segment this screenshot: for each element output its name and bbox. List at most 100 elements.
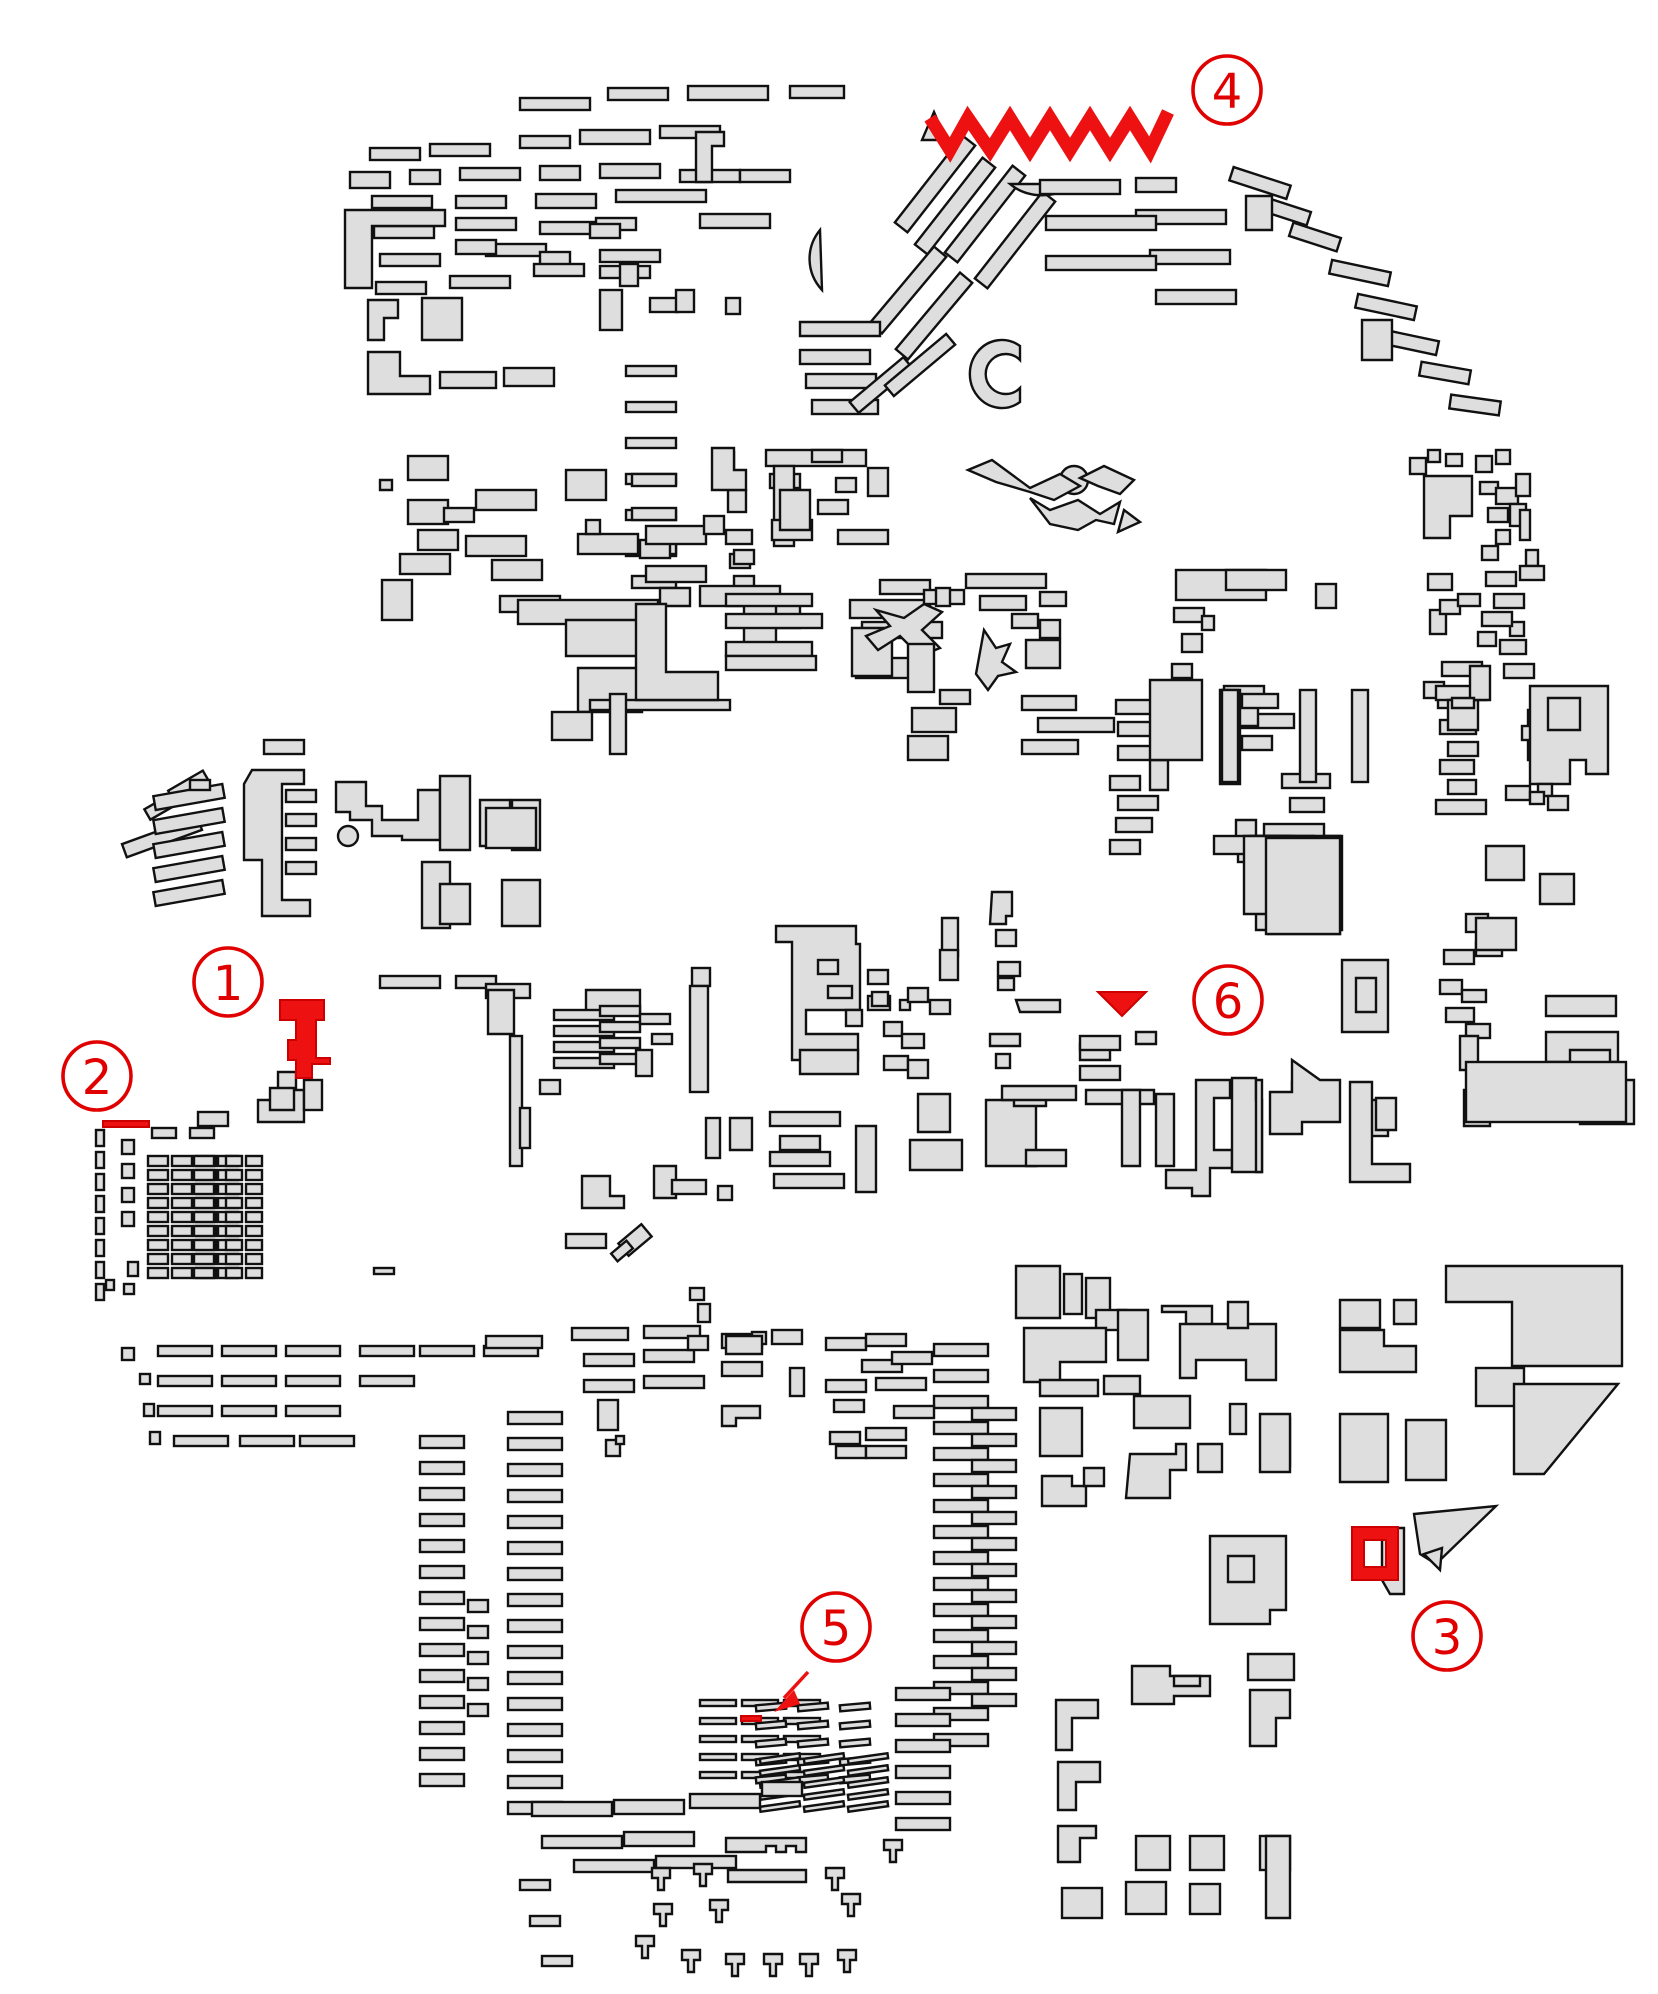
building [758,1763,802,1778]
building [1170,662,1194,680]
building [1338,1298,1382,1330]
svg-text:4: 4 [1212,64,1243,120]
building [372,224,436,240]
building [1444,1264,1624,1368]
building [894,1686,952,1702]
building [146,1252,170,1266]
building [486,988,516,1036]
building [840,1892,862,1918]
building [1476,630,1498,648]
building [644,524,708,546]
building [420,296,464,342]
building [418,1720,466,1736]
building [686,1334,710,1352]
building [151,878,227,908]
building [244,1168,264,1182]
building [854,1124,878,1194]
building [1404,1418,1448,1482]
building [1038,178,1122,196]
building [442,506,476,524]
building [1504,784,1532,802]
building [146,1238,170,1252]
building [146,1168,170,1182]
building [913,156,997,256]
building [466,1650,490,1666]
building [1038,618,1062,640]
building [1108,838,1142,856]
building [878,578,932,596]
building [758,1799,802,1814]
highlighted-building-4 [924,105,1174,164]
building [284,860,318,876]
building [724,1836,808,1854]
building [652,1902,674,1928]
building [506,1722,564,1738]
building [798,320,882,338]
building [148,1430,162,1446]
building [1060,1886,1104,1920]
building [1484,570,1518,588]
building [348,170,392,190]
building [170,1168,194,1182]
building [1474,916,1518,952]
building [94,1260,106,1280]
building [224,1154,244,1168]
building [1132,1394,1192,1430]
building [378,252,442,268]
building [724,654,818,672]
building [932,1368,990,1384]
building [530,1800,614,1818]
building [1524,548,1540,568]
building [698,212,772,230]
building [690,966,712,988]
building [244,1238,264,1252]
building [1447,393,1503,417]
building [1000,1084,1078,1102]
building [506,1436,564,1452]
building [670,1178,708,1196]
building [724,1952,746,1978]
building [970,1458,1018,1474]
building [720,1360,764,1378]
building [838,1719,872,1731]
building [796,1719,830,1731]
building [893,134,977,234]
marker-5: 5 [800,1591,872,1663]
building [126,1260,140,1278]
building [866,466,890,498]
building [1022,1326,1108,1384]
building [846,1775,890,1790]
building [698,1734,738,1744]
building [1172,606,1206,624]
building [1408,456,1428,476]
building [658,586,692,608]
building [534,192,598,210]
building [788,84,846,100]
building [572,1858,656,1874]
building [244,1210,264,1224]
building [584,518,602,536]
building [1338,1412,1390,1484]
building [598,1004,642,1018]
highlighted-building-6 [1095,991,1149,1018]
building [244,1182,264,1196]
building [630,472,678,488]
building [1056,1824,1098,1864]
building [438,882,472,926]
building [564,1232,608,1250]
building [622,1830,696,1848]
building [894,270,974,362]
building [1288,796,1326,814]
building [808,226,824,294]
building [970,1640,1018,1656]
building [192,1168,216,1182]
building [406,454,450,482]
building [224,1182,244,1196]
building [1350,688,1370,784]
building [170,1182,194,1196]
building [724,296,742,316]
highlighted-building-2 [102,1120,150,1128]
building [688,1792,762,1810]
building [932,1654,990,1670]
